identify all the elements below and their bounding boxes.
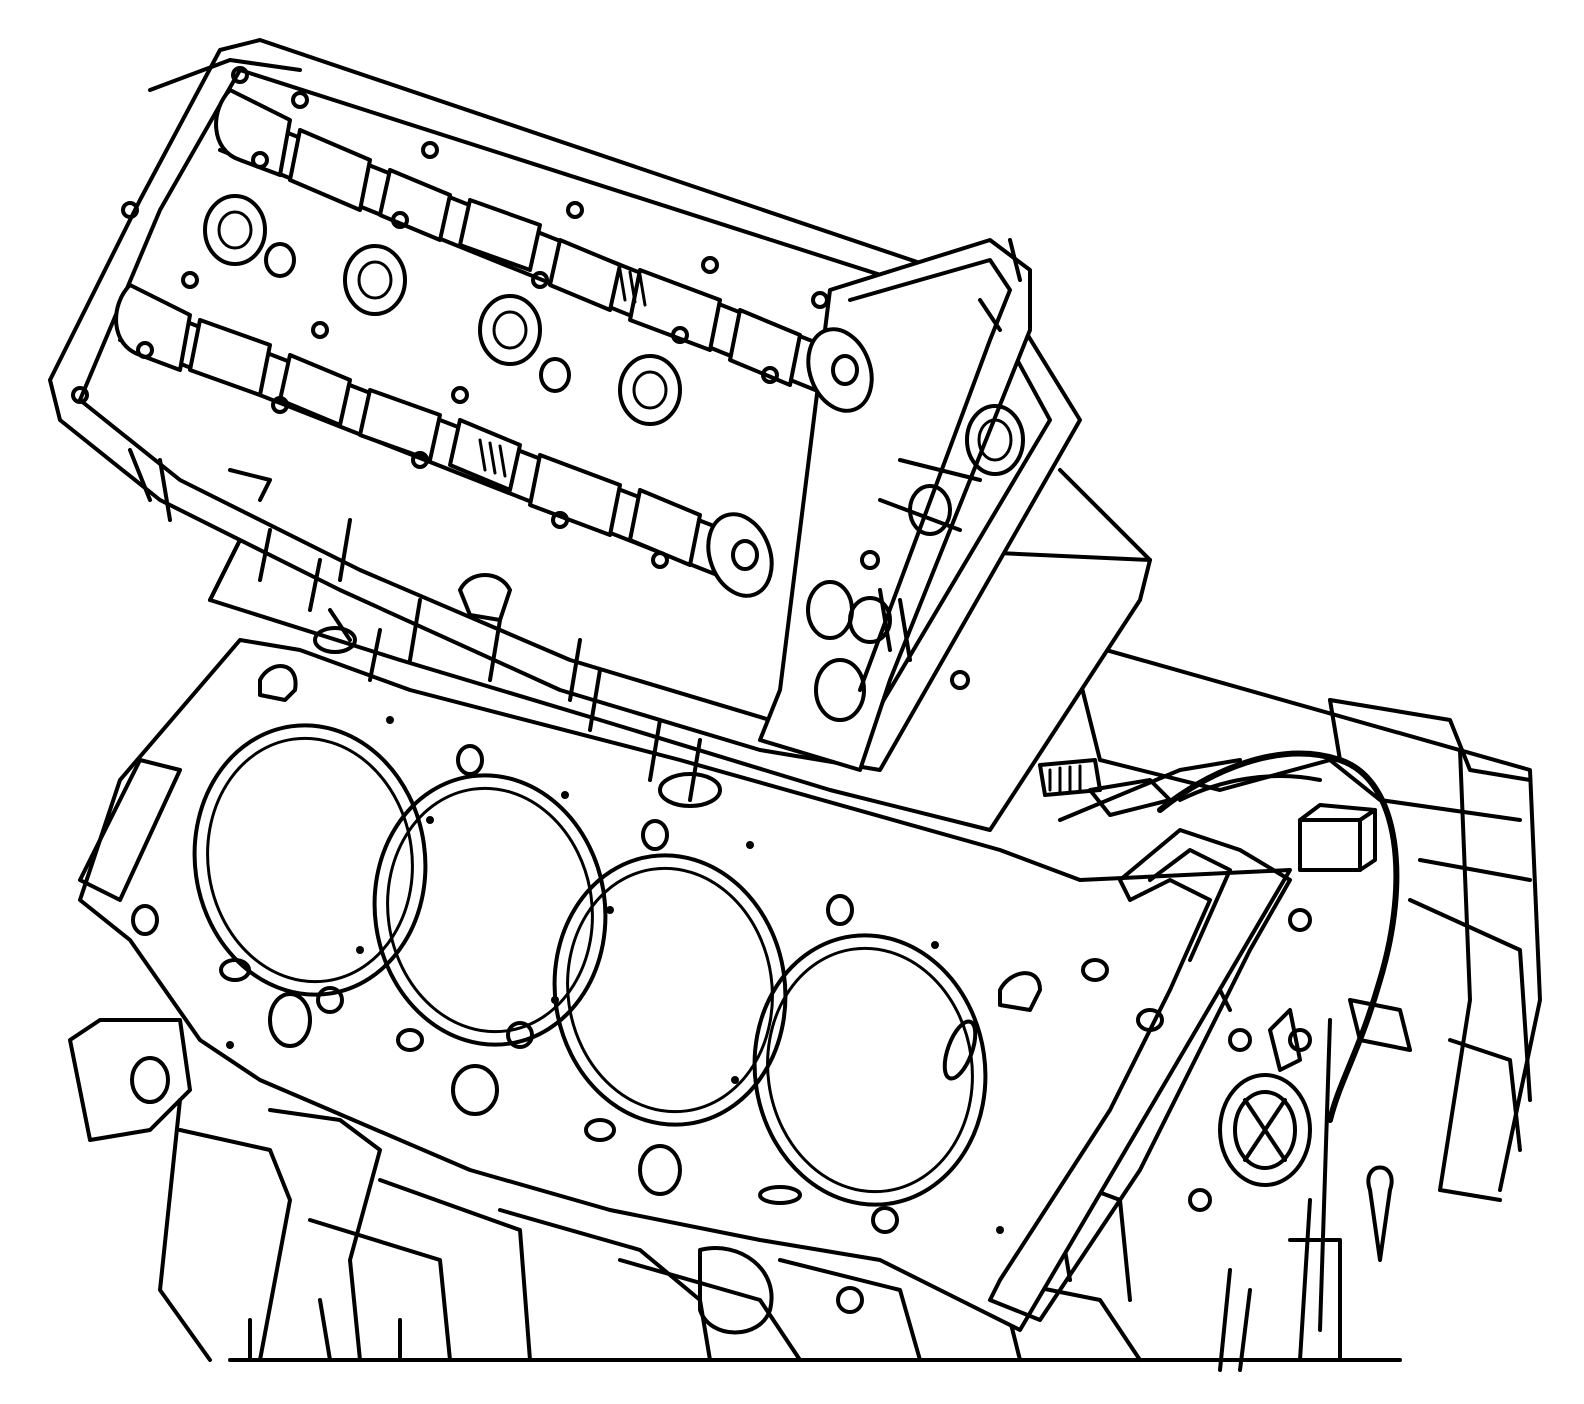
cylinder-head <box>48 38 1152 832</box>
cam-sprocket-lower <box>706 512 774 598</box>
cylinder-bore-1 <box>192 723 428 997</box>
pulley-boss <box>698 1246 774 1335</box>
camshaft-upper <box>214 88 874 413</box>
port-ring <box>1218 1073 1312 1187</box>
cam-sprocket-upper <box>806 327 874 413</box>
head-gasket <box>78 638 1292 1332</box>
sensor-box <box>1298 818 1362 872</box>
camshaft-lower <box>114 283 774 598</box>
